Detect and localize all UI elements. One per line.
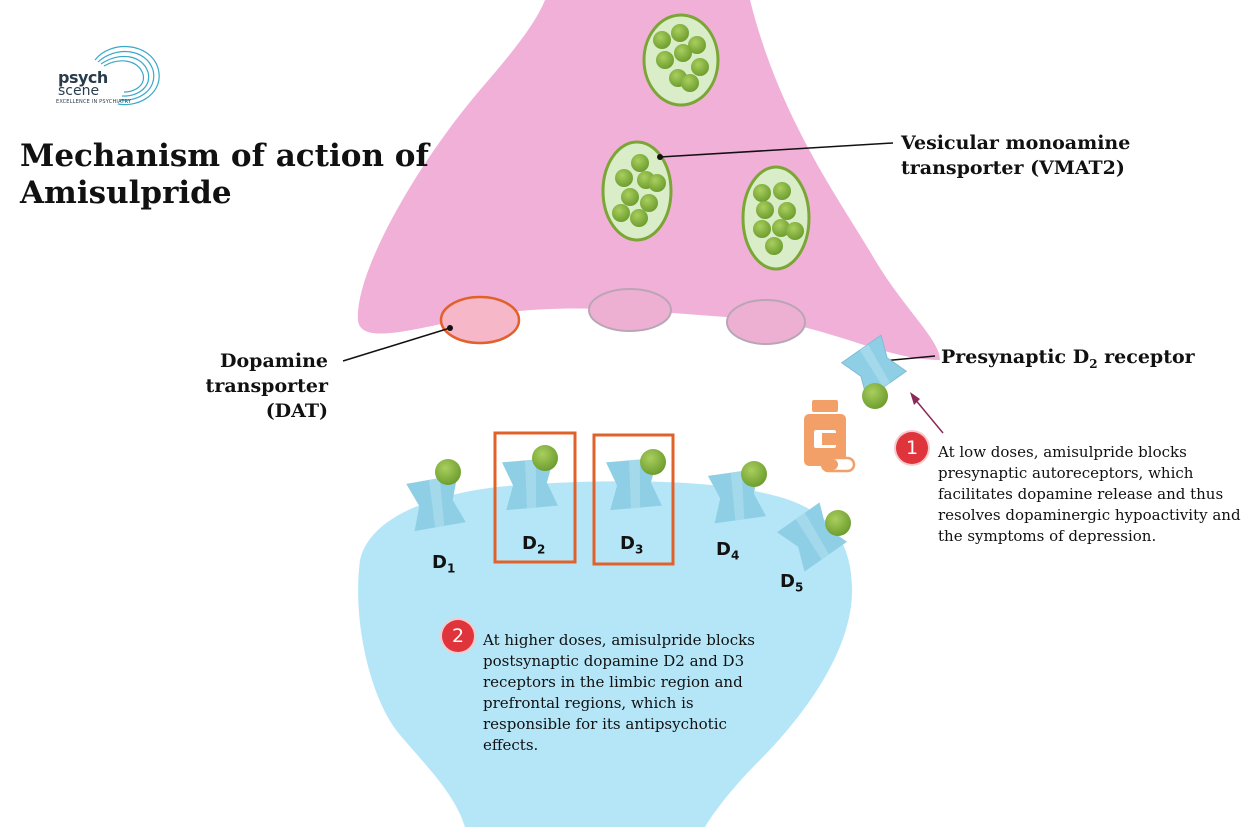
pill-bottle-icon [804, 400, 856, 473]
vmat-leader-line [659, 142, 894, 158]
postsynaptic-terminal [358, 481, 853, 827]
receptor-label-d2: D2 [522, 533, 546, 557]
receptor-label-d3: D3 [620, 533, 644, 557]
receptor-d1 [406, 474, 466, 532]
dopamine-molecule [532, 445, 558, 471]
presynaptic-label-subscript: 2 [1089, 356, 1098, 371]
dat-label-line-2: (DAT) [265, 400, 328, 422]
presynaptic-d2-receptor [840, 334, 908, 400]
vmat-label-line-1: Vesicular monoamine [901, 132, 1131, 154]
title-line-1: Mechanism of action of [20, 138, 429, 174]
note-1-line: presynaptic autoreceptors, which [938, 464, 1194, 482]
presynaptic-label-suffix: receptor [1097, 346, 1195, 368]
dat-label-line-1: Dopamine transporter [205, 350, 328, 397]
dat-label: Dopamine transporter (DAT) [91, 349, 328, 424]
note-2: At higher doses, amisulpride blocks post… [483, 630, 783, 756]
release-site [588, 288, 672, 332]
logo-psych: psych [58, 68, 108, 87]
presynaptic-label-prefix: Presynaptic D [941, 346, 1090, 368]
page-title: Mechanism of action of Amisulpride [20, 138, 429, 212]
note-badge-2: 2 [442, 620, 474, 652]
note-1-line: facilitates dopamine release and thus [938, 485, 1224, 503]
note-2-line: prefrontal regions, which is [483, 694, 694, 712]
vesicle [642, 13, 720, 107]
vmat-label: Vesicular monoamine transporter (VMAT2) [901, 131, 1130, 181]
receptor-label-d1: D1 [432, 552, 456, 576]
d3-highlight-box [592, 433, 675, 566]
dopamine-molecule [640, 449, 666, 475]
release-site [726, 299, 806, 345]
vmat-label-line-2: transporter (VMAT2) [901, 157, 1125, 179]
dopamine-molecule [435, 459, 461, 485]
note-2-line: At higher doses, amisulpride blocks [483, 631, 755, 649]
dopamine-molecule [862, 383, 888, 409]
title-line-2: Amisulpride [20, 175, 232, 211]
vesicle [741, 165, 811, 271]
note-2-line: effects. [483, 736, 539, 754]
presynaptic-leader-line [882, 355, 936, 362]
d2-highlight-box [493, 431, 577, 564]
note-1: At low doses, amisulpride blocks presyna… [938, 442, 1250, 547]
psychscene-logo-mark [94, 46, 160, 106]
logo-scene: scene [58, 83, 100, 99]
note1-arrow [913, 397, 944, 434]
receptor-d5 [776, 502, 848, 572]
dopamine-molecule [741, 461, 767, 487]
receptor-label-d5: D5 [780, 571, 804, 595]
note-1-line: At low doses, amisulpride blocks [938, 443, 1187, 461]
vesicle [601, 140, 673, 242]
note-2-line: receptors in the limbic region and [483, 673, 743, 691]
dat-leader-line [342, 327, 451, 362]
note-1-line: resolves dopaminergic hypoactivity and [938, 506, 1241, 524]
logo-tagline: EXCELLENCE IN PSYCHIATRY [56, 99, 132, 105]
note-1-line: the symptoms of depression. [938, 527, 1157, 545]
dopamine-molecule [825, 510, 851, 536]
note-2-line: responsible for its antipsychotic [483, 715, 727, 733]
presynaptic-d2-label: Presynaptic D2 receptor [941, 345, 1195, 377]
dat-transporter [439, 295, 521, 345]
note-2-line: postsynaptic dopamine D2 and D3 [483, 652, 745, 670]
note-badge-1: 1 [896, 432, 928, 464]
receptor-label-d4: D4 [716, 539, 740, 563]
